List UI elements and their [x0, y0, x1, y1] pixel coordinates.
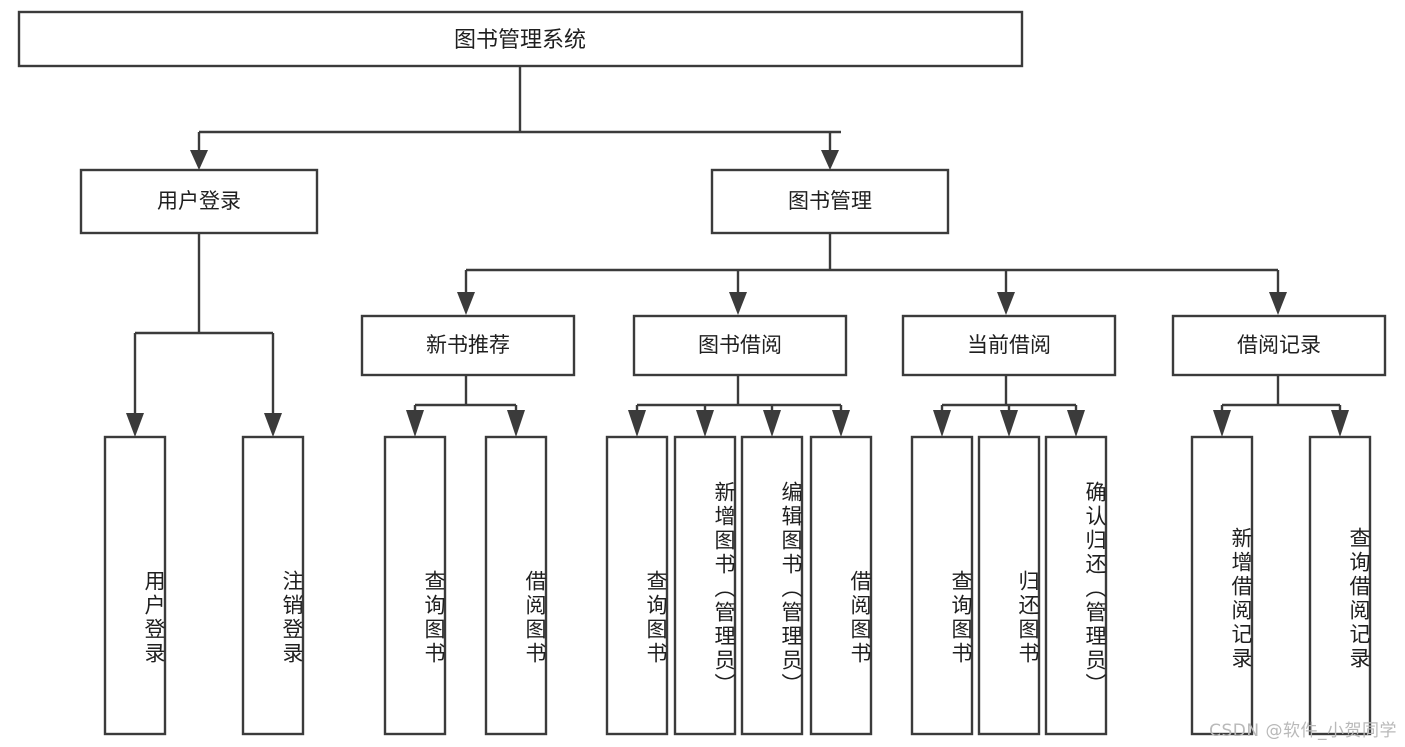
node-leaf-current-borrow-confirm[interactable] [1044, 435, 1108, 736]
node-leaf-book-borrow-query[interactable] [605, 435, 669, 736]
node-borrow-record-label: 借阅记录 [1237, 333, 1321, 357]
arrow-root-to-user-login [190, 150, 208, 170]
connector-layer [126, 66, 1349, 437]
node-leaf-book-borrow-add[interactable] [673, 435, 737, 736]
node-leaf-new-book-query[interactable] [383, 435, 447, 736]
node-root-label: 图书管理系统 [454, 28, 586, 53]
csdn-watermark: CSDN @软件_小贺同学 [1209, 721, 1397, 741]
arrow-new-book-leaf-1 [406, 410, 424, 437]
arrow-book-borrow-leaf-3 [763, 410, 781, 437]
arrow-user-login-leaf-1 [126, 413, 144, 437]
arrow-book-borrow-leaf-2 [696, 410, 714, 437]
node-leaf-borrow-record-add[interactable] [1190, 435, 1254, 736]
arrow-to-new-book-recommend [457, 292, 475, 315]
arrow-user-login-leaf-2 [264, 413, 282, 437]
node-book-borrow-label: 图书借阅 [698, 333, 782, 357]
node-leaf-borrow-record-query[interactable] [1308, 435, 1372, 736]
node-borrow-record[interactable] [1171, 314, 1387, 377]
node-book-management-label: 图书管理 [788, 189, 872, 213]
node-leaf-book-borrow-edit[interactable] [740, 435, 804, 736]
node-leaf-user-login-login[interactable] [103, 435, 167, 736]
arrow-borrow-record-leaf-1 [1213, 410, 1231, 437]
node-new-book-recommend-label: 新书推荐 [426, 333, 510, 357]
node-user-login-label: 用户登录 [157, 189, 241, 213]
arrow-new-book-leaf-2 [507, 410, 525, 437]
node-book-borrow[interactable] [632, 314, 848, 377]
arrow-book-borrow-leaf-1 [628, 410, 646, 437]
node-leaf-current-borrow-query[interactable] [910, 435, 974, 736]
node-current-borrow-label: 当前借阅 [967, 333, 1051, 357]
node-user-login[interactable] [79, 168, 319, 235]
arrow-to-current-borrow [997, 292, 1015, 315]
arrow-book-borrow-leaf-4 [832, 410, 850, 437]
arrow-to-book-borrow [729, 292, 747, 315]
arrow-current-borrow-leaf-1 [933, 410, 951, 437]
node-leaf-new-book-borrow[interactable] [484, 435, 548, 736]
arrow-to-borrow-record [1269, 292, 1287, 315]
arrow-current-borrow-leaf-2 [1000, 410, 1018, 437]
arrow-borrow-record-leaf-2 [1331, 410, 1349, 437]
node-leaf-book-borrow-borrow[interactable] [809, 435, 873, 736]
node-leaf-user-login-logout[interactable] [241, 435, 305, 736]
node-current-borrow[interactable] [901, 314, 1117, 377]
node-new-book-recommend[interactable] [360, 314, 576, 377]
node-leaf-current-borrow-return[interactable] [977, 435, 1041, 736]
node-root-book-management-system[interactable] [17, 10, 1024, 68]
node-book-management[interactable] [710, 168, 950, 235]
node-layer: 图书管理系统 用户登录 图书管理 新书推荐 图书借阅 当前借阅 借阅记录 [17, 10, 1387, 736]
arrow-current-borrow-leaf-3 [1067, 410, 1085, 437]
arrow-root-to-book-manage [821, 150, 839, 170]
